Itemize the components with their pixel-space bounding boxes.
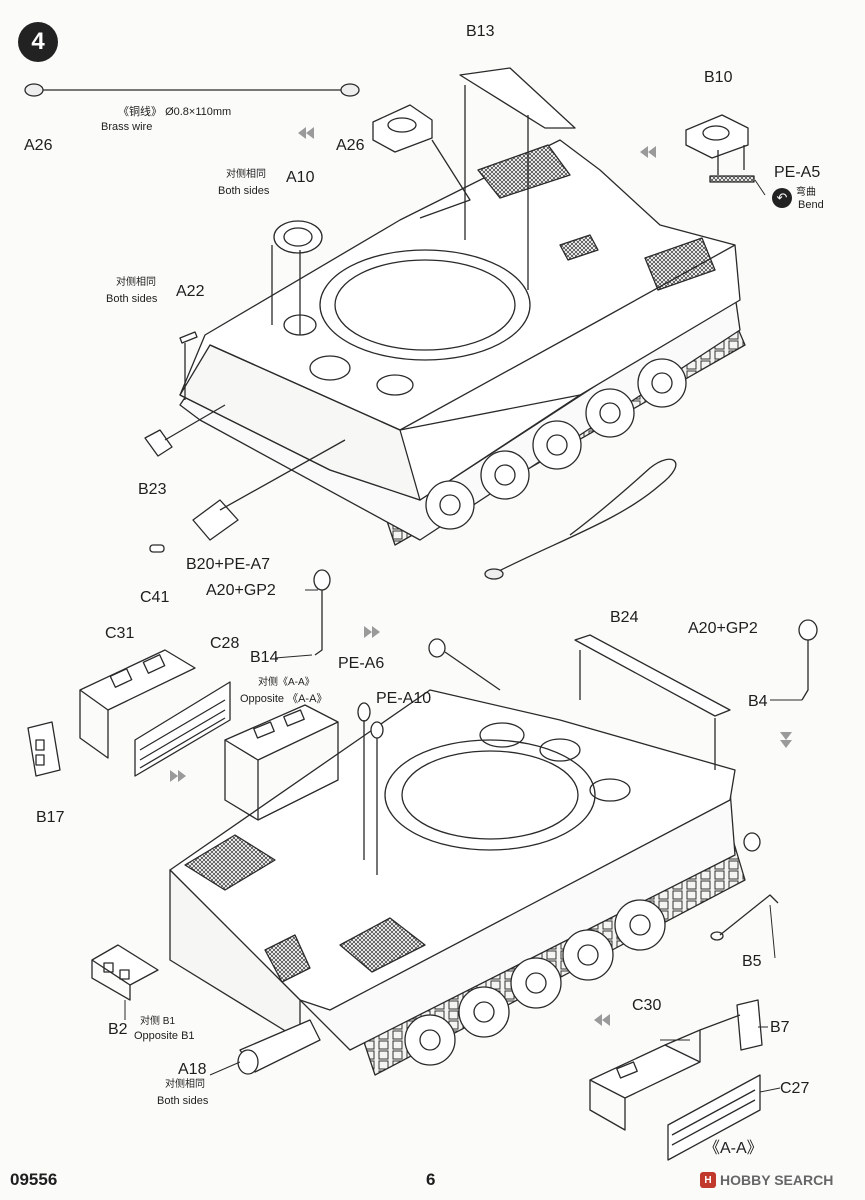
brass-wire-label: Brass wire	[101, 121, 153, 133]
brass-wire-spec-cn-text: 《铜线》	[118, 106, 162, 118]
part-label-c27: C27	[780, 1080, 810, 1097]
part-label-b20-pe-a7: B20+PE-A7	[186, 556, 271, 573]
part-label-a20-gp2-left: A20+GP2	[206, 582, 276, 599]
part-label-pe-a6: PE-A6	[338, 655, 385, 672]
kit-code: 09556	[10, 1170, 58, 1189]
both-sides-note-a18-en: Both sides	[157, 1095, 209, 1107]
bend-icon: ↶	[772, 188, 792, 208]
watermark: H HOBBY SEARCH	[700, 1172, 833, 1188]
bend-note-cn: 弯曲	[796, 187, 816, 198]
brass-wire-spec-dim: Ø0.8×110mm	[165, 106, 232, 118]
opposite-aa-note-cn: 对侧《A-A》	[258, 677, 315, 688]
step-number-badge: 4	[18, 22, 58, 62]
part-label-b24: B24	[610, 609, 639, 626]
part-label-c30: C30	[632, 997, 662, 1014]
upper-hull-view	[179, 139, 746, 580]
part-label-b10: B10	[704, 69, 733, 86]
brass-wire-part	[24, 83, 360, 97]
aa-box-assembly	[589, 999, 763, 1161]
brass-wire-spec-cn: 《铜线》 Ø0.8×110mm	[118, 107, 231, 118]
part-label-b23: B23	[138, 481, 167, 498]
part-label-a26-right: A26	[336, 137, 365, 154]
opposite-aa-note-en: Opposite 《A-A》	[240, 693, 328, 705]
part-label-c41: C41	[140, 589, 170, 606]
part-label-b4: B4	[748, 693, 768, 710]
page-number: 6	[426, 1170, 436, 1189]
part-label-a18: A18	[178, 1061, 207, 1078]
opposite-b1-note-cn: 对侧 B1	[140, 1016, 176, 1027]
bend-note-en: Bend	[798, 199, 824, 211]
part-label-b5: B5	[742, 953, 762, 970]
part-label-a26-left: A26	[24, 137, 53, 154]
part-label-c28: C28	[210, 635, 240, 652]
leader-lines	[124, 179, 802, 1093]
part-label-c31: C31	[105, 625, 135, 642]
part-label-a22: A22	[176, 283, 205, 300]
both-sides-note-a10-en: Both sides	[218, 185, 270, 197]
rear-hull-view	[91, 569, 818, 1076]
both-sides-note-a22-cn: 对侧相同	[116, 277, 156, 288]
watermark-text: HOBBY SEARCH	[720, 1172, 834, 1188]
part-label-a10: A10	[286, 169, 315, 186]
part-label-b2: B2	[108, 1021, 128, 1038]
both-sides-note-a18-cn: 对侧相同	[165, 1079, 205, 1090]
watermark-logo-icon: H	[700, 1172, 716, 1188]
both-sides-note-a10-cn: 对侧相同	[226, 169, 266, 180]
side-box-assembly	[27, 649, 339, 821]
aa-section-label: 《A-A》	[704, 1140, 763, 1157]
part-label-b17: B17	[36, 809, 65, 826]
part-label-pe-a10: PE-A10	[376, 690, 432, 707]
part-label-b7: B7	[770, 1019, 790, 1036]
opposite-b1-note-en: Opposite B1	[134, 1030, 195, 1042]
both-sides-note-a22-en: Both sides	[106, 293, 158, 305]
direction-arrows	[170, 127, 792, 1026]
part-label-b14: B14	[250, 649, 279, 666]
part-label-pe-a5: PE-A5	[774, 164, 821, 181]
part-label-b13: B13	[466, 23, 495, 40]
part-label-a20-gp2-right: A20+GP2	[688, 620, 758, 637]
